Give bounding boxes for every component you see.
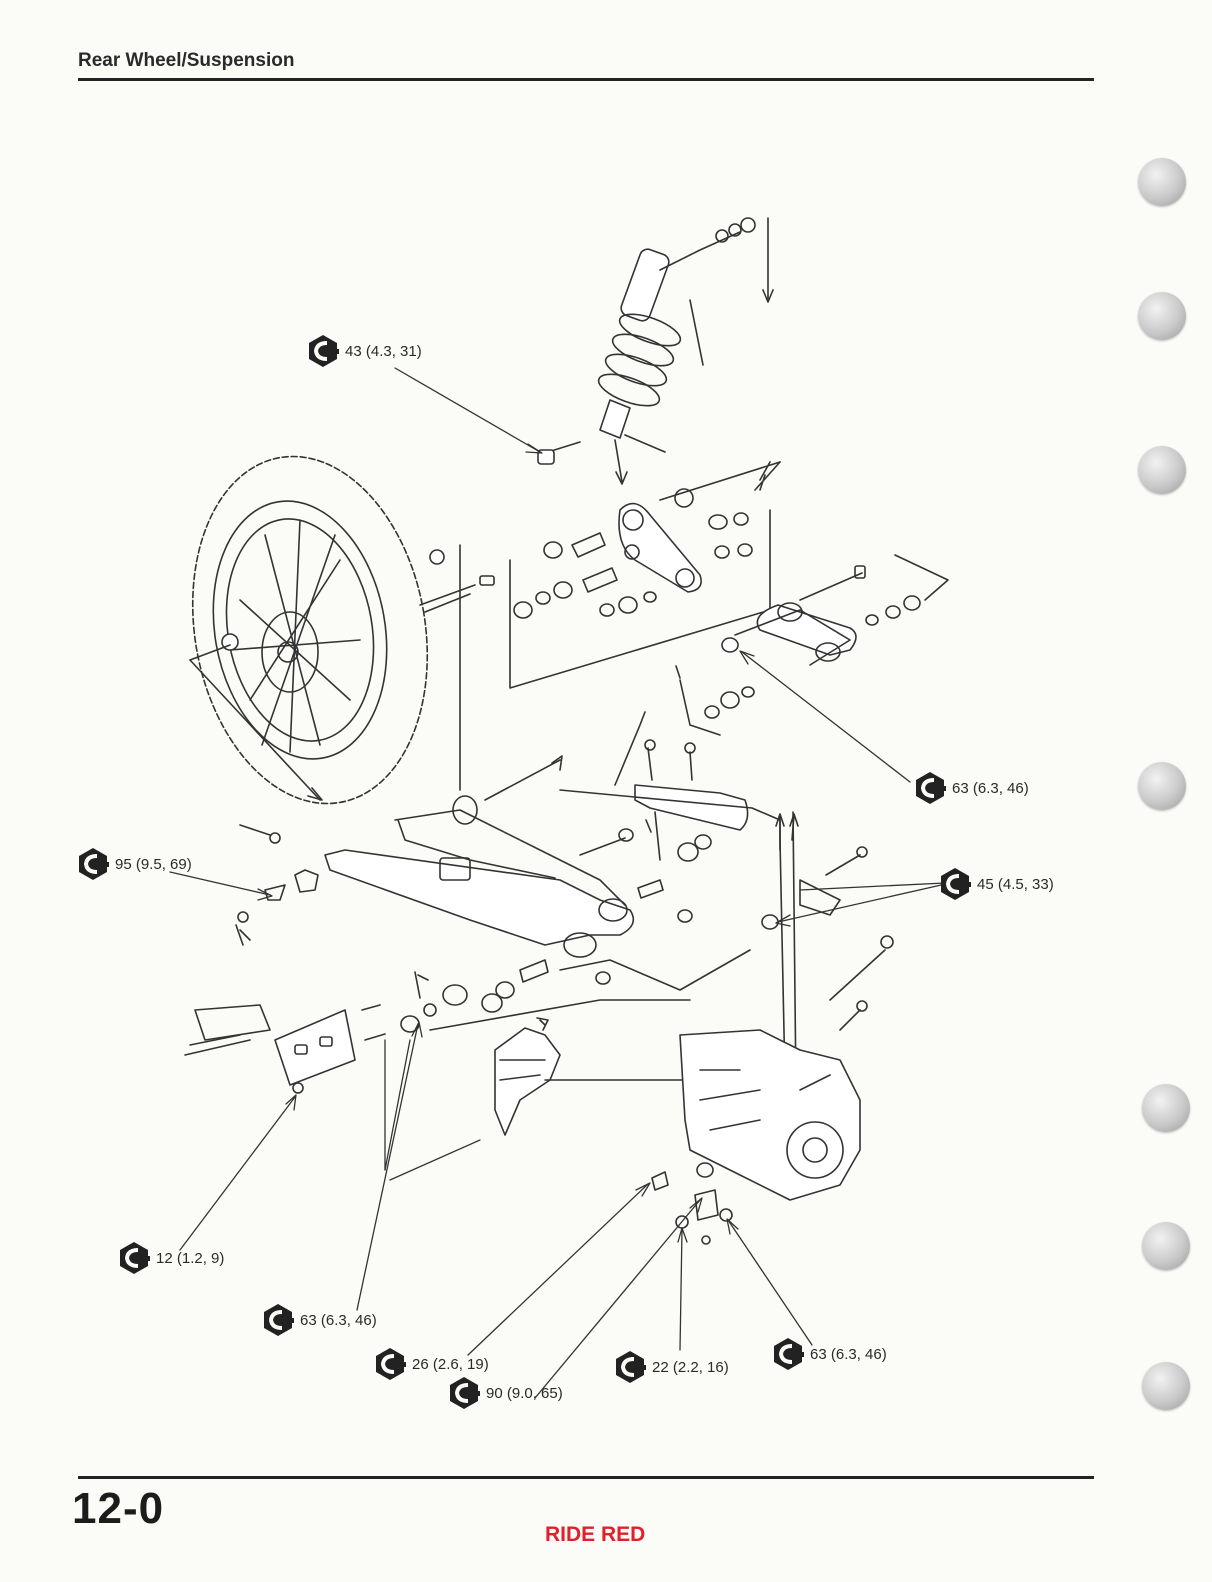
- torque-label-shock-bolt: 43 (4.3, 31): [305, 333, 422, 369]
- torque-wrench-icon: [75, 846, 111, 882]
- shock-absorber: [595, 218, 773, 452]
- torque-value: 22 (2.2, 16): [652, 1359, 729, 1376]
- torque-value: 90 (9.0, 65): [486, 1385, 563, 1402]
- torque-wrench-icon: [260, 1302, 296, 1338]
- binder-hole: [1142, 1362, 1190, 1410]
- torque-wrench-icon: [937, 866, 973, 902]
- torque-wrench-icon: [446, 1375, 482, 1411]
- binder-hole: [1138, 446, 1186, 494]
- torque-value: 26 (2.6, 19): [412, 1356, 489, 1373]
- binder-hole: [1138, 158, 1186, 206]
- binder-hole: [1138, 762, 1186, 810]
- pedal-pivot: [652, 1163, 732, 1244]
- torque-wrench-icon: [116, 1240, 152, 1276]
- footer-rule: [78, 1476, 1094, 1479]
- torque-wrench-icon: [372, 1346, 408, 1382]
- torque-value: 63 (6.3, 46): [810, 1346, 887, 1363]
- torque-label-chain-guide: 12 (1.2, 9): [116, 1240, 224, 1276]
- torque-value: 95 (9.5, 69): [115, 856, 192, 873]
- binder-hole: [1142, 1084, 1190, 1132]
- torque-value: 63 (6.3, 46): [952, 780, 1029, 797]
- torque-value: 12 (1.2, 9): [156, 1250, 224, 1267]
- torque-label-axle-nut: 95 (9.5, 69): [75, 846, 192, 882]
- binder-hole: [1138, 292, 1186, 340]
- torque-label-pivot-nut: 63 (6.3, 46): [260, 1302, 377, 1338]
- shock-bolt: [538, 440, 627, 484]
- torque-label-link-bracket: 45 (4.5, 33): [937, 866, 1054, 902]
- torque-value: 63 (6.3, 46): [300, 1312, 377, 1329]
- torque-label-pivot-bolt: 90 (9.0, 65): [446, 1375, 563, 1411]
- brand-logo: RIDE RED: [545, 1523, 645, 1547]
- rear-wheel: [166, 438, 453, 823]
- swingarm: [236, 756, 633, 998]
- torque-value: 43 (4.3, 31): [345, 343, 422, 360]
- torque-wrench-icon: [770, 1336, 806, 1372]
- torque-wrench-icon: [305, 333, 341, 369]
- shock-arm: [510, 462, 780, 688]
- frame-engine: [680, 814, 893, 1200]
- torque-value: 45 (4.5, 33): [977, 876, 1054, 893]
- torque-label-pedal-nut: 22 (2.2, 16): [612, 1349, 729, 1385]
- binder-hole: [1142, 1222, 1190, 1270]
- chain-guide: [185, 1005, 385, 1093]
- torque-label-shock-link: 63 (6.3, 46): [912, 770, 1029, 806]
- torque-wrench-icon: [912, 770, 948, 806]
- axle-parts: [420, 545, 494, 790]
- page-number: 12-0: [72, 1484, 164, 1534]
- shock-link: [676, 555, 948, 735]
- torque-wrench-icon: [612, 1349, 648, 1385]
- torque-label-link-nut: 63 (6.3, 46): [770, 1336, 887, 1372]
